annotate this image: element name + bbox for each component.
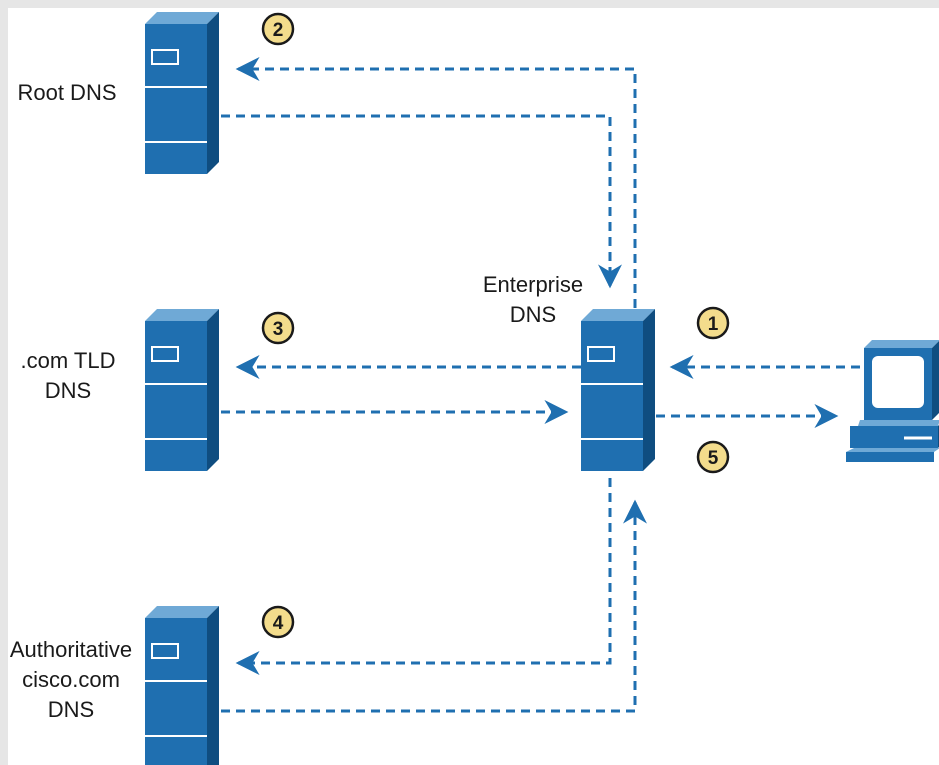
step-1-number: 1 [708, 314, 719, 335]
root-dns-server-icon [145, 12, 219, 174]
diagram-graphics: 1 2 3 4 5 [145, 12, 939, 765]
step-2-badge: 2 [261, 12, 295, 46]
arrow-step-4-query [235, 478, 612, 675]
enterprise-dns-label-line2: DNS [509, 302, 557, 327]
root-dns-label-line1: Root DNS [17, 80, 117, 105]
tld-dns-label: .com TLD DNS [14, 346, 122, 406]
tld-dns-server-icon [145, 309, 219, 471]
arrow-step-4-response [221, 499, 647, 713]
step-3-badge: 3 [261, 311, 295, 345]
enterprise-dns-label-line1: Enterprise [482, 272, 584, 297]
step-5-number: 5 [708, 448, 719, 469]
tld-dns-label-line2: DNS [44, 378, 92, 403]
authoritative-dns-label-line1: Authoritative [9, 637, 133, 662]
authoritative-dns-label: Authoritative cisco.com DNS [2, 635, 140, 725]
tld-dns-label-line1: .com TLD [20, 348, 116, 373]
step-4-badge: 4 [261, 605, 295, 639]
authoritative-dns-label-line2: cisco.com [22, 667, 120, 692]
dns-resolution-diagram: 1 2 3 4 5 Root DNS .com TLD DNS Enterpri… [8, 8, 939, 765]
step-5-badge: 5 [696, 440, 730, 474]
arrow-step-2-query [235, 57, 637, 308]
root-dns-label: Root DNS [12, 78, 122, 108]
step-4-number: 4 [273, 613, 284, 634]
authoritative-dns-label-line3: DNS [47, 697, 95, 722]
authoritative-dns-server-icon [145, 606, 219, 765]
arrow-step-2-response [221, 114, 622, 289]
enterprise-dns-label: Enterprise DNS [468, 270, 598, 330]
enterprise-dns-server-icon [581, 309, 655, 471]
step-2-number: 2 [273, 20, 284, 41]
step-3-number: 3 [273, 319, 284, 340]
step-1-badge: 1 [696, 306, 730, 340]
client-computer-icon [846, 340, 939, 462]
